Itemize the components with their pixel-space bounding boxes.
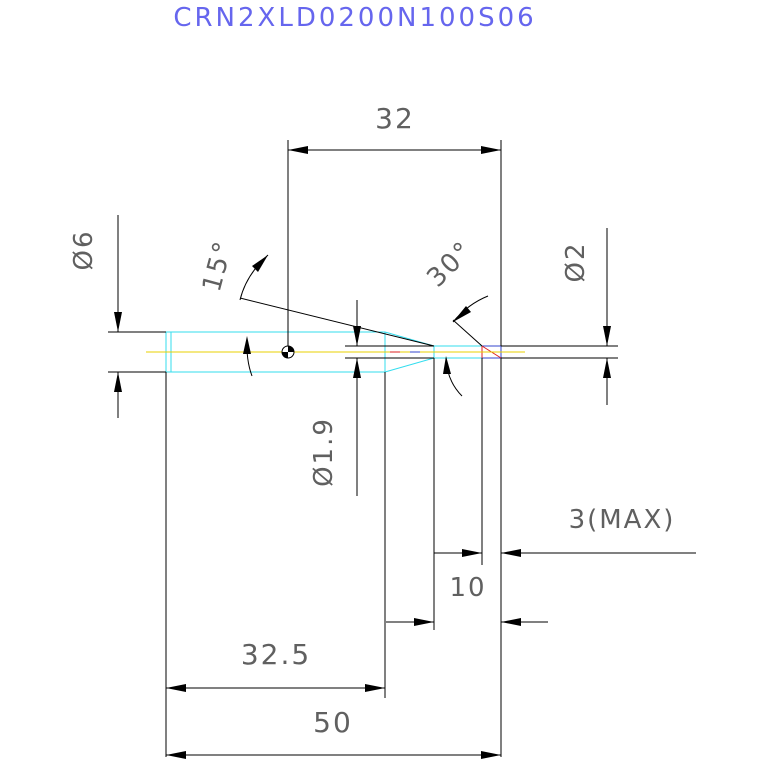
dimension-neck-diameter: Ø1.9 (309, 300, 434, 496)
taper-angle-value: 15° (197, 237, 239, 295)
tip-diameter-value: Ø2 (561, 241, 591, 282)
angle-tip: 30° (421, 235, 489, 397)
max-depth-value: 3(MAX) (569, 505, 676, 535)
neck-length-value: 10 (449, 573, 486, 603)
dimension-gauge-length: 32 (287, 102, 502, 346)
overall-length-value: 50 (313, 706, 353, 739)
tool-body (146, 331, 525, 373)
dimension-neck-length: 10 (386, 358, 486, 630)
dimension-tip-diameter: Ø2 (501, 228, 618, 405)
gauge-length-value: 32 (375, 102, 415, 135)
dimension-shank-diameter: Ø6 (69, 215, 166, 418)
neck-diameter-value: Ø1.9 (309, 417, 339, 487)
angle-taper: 15° (197, 237, 435, 377)
drawing-title: CRN2XLD0200N100S06 (173, 3, 536, 33)
gauge-point-symbol (281, 345, 295, 359)
tip-angle-value: 30° (421, 235, 479, 293)
dimension-max-depth: 3(MAX) (500, 358, 696, 757)
shank-diameter-value: Ø6 (69, 229, 99, 270)
dimension-overall-length: 50 (166, 706, 501, 759)
shank-length-value: 32.5 (241, 638, 311, 671)
dimension-shank-length: 32.5 (165, 372, 386, 757)
